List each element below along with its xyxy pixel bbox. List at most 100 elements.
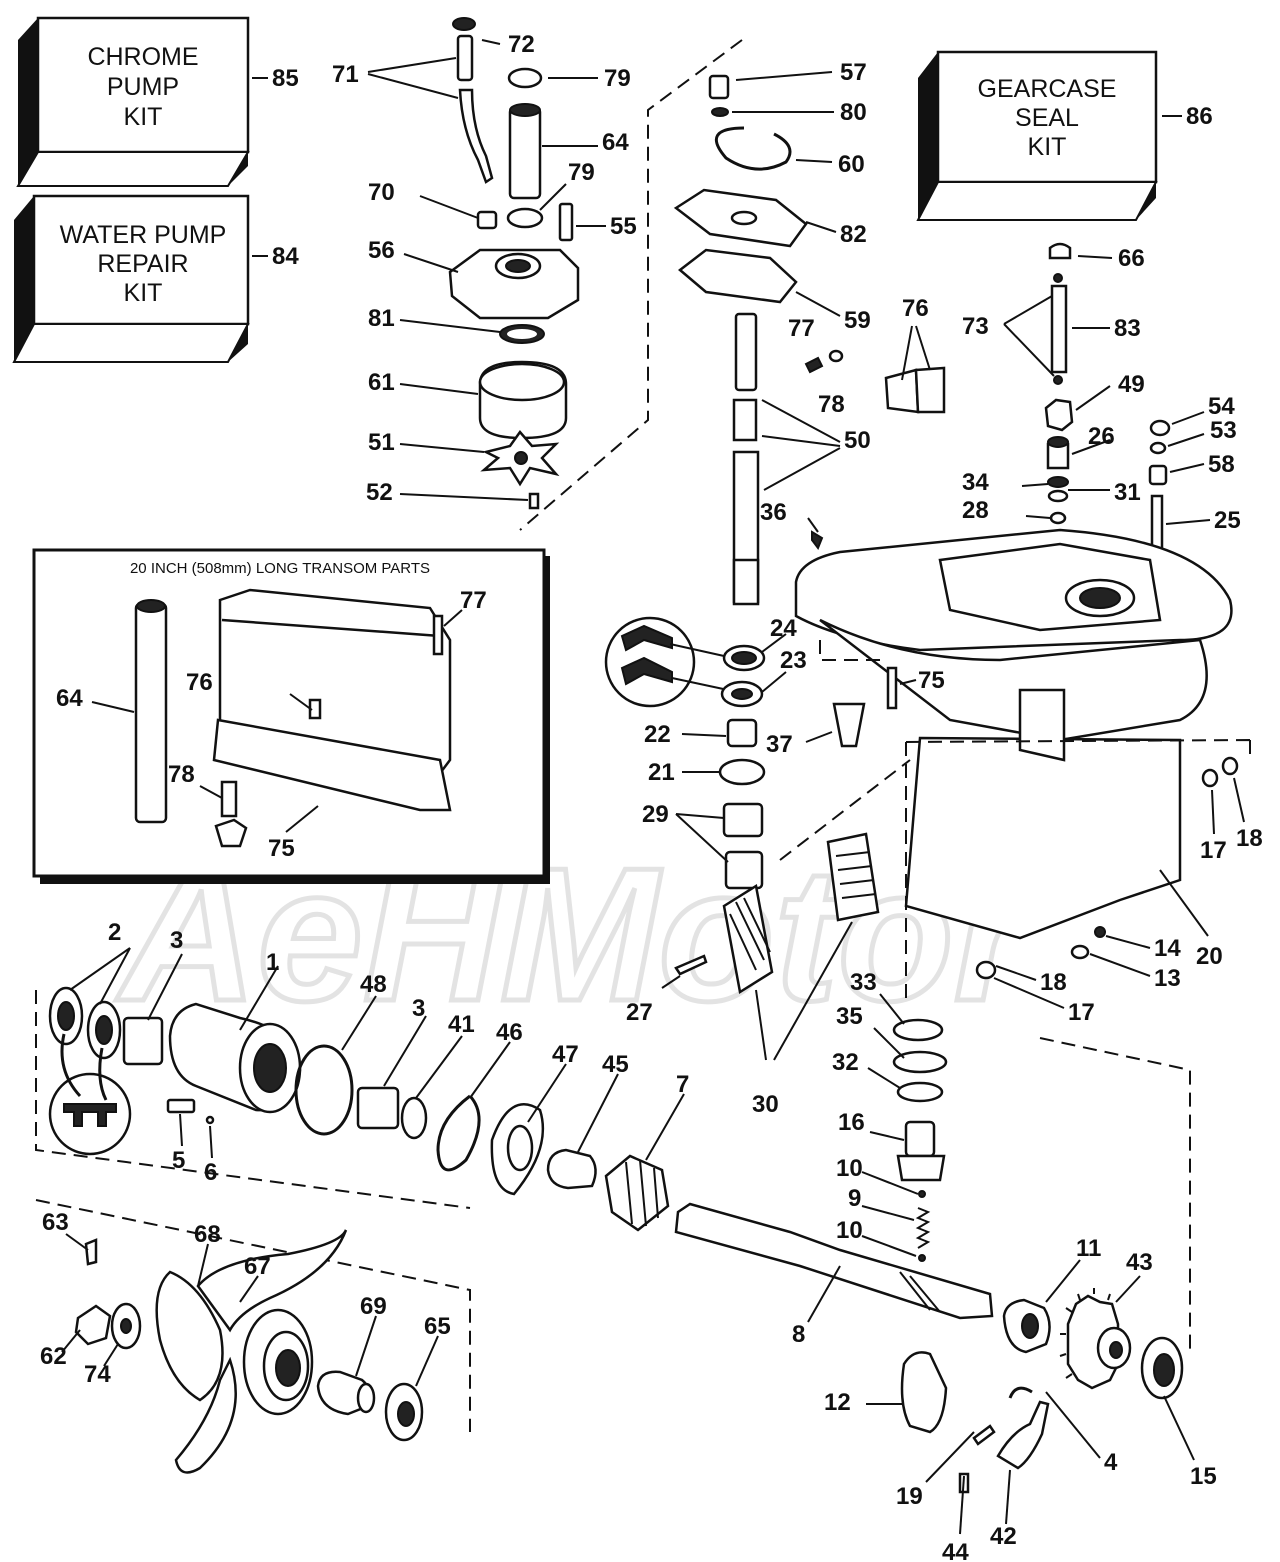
callout-75: 75 [918,667,945,694]
propeller-group [74,1229,424,1474]
callout-1: 1 [266,949,279,976]
callout-27: 27 [626,999,653,1026]
callout-80: 80 [840,99,867,126]
callout-28: 28 [962,497,989,524]
kit-gearcase-line2: SEAL [1015,104,1079,132]
prop-shaft-row [48,986,994,1320]
inset-callout-77: 77 [460,587,487,614]
callout-29: 29 [642,801,669,828]
callout-63: 63 [42,1209,69,1236]
callout-10-top: 10 [836,1155,863,1182]
callout-13: 13 [1154,965,1181,992]
callout-72: 72 [508,31,535,58]
callout-37: 37 [766,731,793,758]
callout-15: 15 [1190,1463,1217,1490]
pump-plate-parts [673,74,946,606]
callout-51: 51 [368,429,395,456]
callout-23: 23 [780,647,807,674]
kit-gearcase-line1: GEARCASE [978,75,1117,103]
callout-41: 41 [448,1011,475,1038]
callout-76: 76 [902,295,929,322]
inset-callout-64: 64 [56,685,83,712]
callout-3-right: 3 [412,995,425,1022]
pinion-stack [892,1018,948,1262]
callout-17-right: 17 [1200,837,1227,864]
inset-long-transom: 20 INCH (508mm) LONG TRANSOM PARTS [32,548,550,884]
callout-48: 48 [360,971,387,998]
callout-11: 11 [1076,1235,1101,1262]
callout-78: 78 [818,391,845,418]
callout-30: 30 [752,1091,779,1118]
callout-34: 34 [962,469,989,496]
callout-42: 42 [990,1523,1017,1550]
callout-36: 36 [760,499,787,526]
callout-56: 56 [368,237,395,264]
callout-14: 14 [1154,935,1181,962]
kit-chrome-line1: CHROME [87,43,198,71]
callout-24: 24 [770,615,797,642]
callout-85: 85 [272,65,299,92]
callout-17-lower: 17 [1068,999,1095,1026]
kit-chrome-line3: KIT [124,103,163,131]
callout-71: 71 [332,61,359,88]
water-pump-parts [448,17,580,510]
callout-33: 33 [850,969,877,996]
callout-57: 57 [840,59,867,86]
callout-74: 74 [84,1361,111,1388]
callout-84: 84 [272,243,299,270]
callout-25: 25 [1214,507,1241,534]
callout-83: 83 [1114,315,1141,342]
kit-water-line1: WATER PUMP [60,221,227,249]
kit-box-chrome-pump: CHROME PUMP KIT [16,16,250,187]
callout-67: 67 [244,1253,271,1280]
kit-box-gearcase-seal: GEARCASE SEAL KIT [916,50,1158,221]
callout-31: 31 [1114,479,1141,506]
callout-69: 69 [360,1293,387,1320]
callout-86: 86 [1186,103,1213,130]
callout-49: 49 [1118,371,1145,398]
callout-9: 9 [848,1185,861,1212]
callout-54: 54 [1208,393,1235,420]
callout-52: 52 [366,479,393,506]
callout-73: 73 [962,313,989,340]
callout-68: 68 [194,1221,221,1248]
callout-62: 62 [40,1343,67,1370]
callout-79-top: 79 [604,65,631,92]
callout-82: 82 [840,221,867,248]
callout-19: 19 [896,1483,923,1510]
callout-10-lower: 10 [836,1217,863,1244]
callout-16: 16 [838,1109,865,1136]
callout-5: 5 [172,1147,185,1174]
kit-box-water-pump: WATER PUMP REPAIR KIT [12,194,250,363]
reverse-gear-parts [900,1288,1184,1494]
callout-59: 59 [844,307,871,334]
callout-26: 26 [1088,423,1115,450]
kit-water-line2: REPAIR [97,250,188,278]
callout-43: 43 [1126,1249,1153,1276]
callout-18-lower: 18 [1040,969,1067,996]
callout-18-right: 18 [1236,825,1263,852]
callout-44: 44 [942,1539,969,1562]
callout-55: 55 [610,213,637,240]
callout-32: 32 [832,1049,859,1076]
inset-title: 20 INCH (508mm) LONG TRANSOM PARTS [130,560,430,577]
callout-8: 8 [792,1321,805,1348]
callout-3-left: 3 [170,927,183,954]
callout-2: 2 [108,919,121,946]
callout-6: 6 [204,1159,217,1186]
callout-35: 35 [836,1003,863,1030]
callout-50: 50 [844,427,871,454]
callout-79-lower: 79 [568,159,595,186]
callout-77: 77 [788,315,815,342]
callout-21: 21 [648,759,675,786]
callout-45: 45 [602,1051,629,1078]
kit-chrome-line2: PUMP [107,73,179,101]
gearcase-housing [794,528,1251,1000]
callout-22: 22 [644,721,671,748]
callout-58: 58 [1208,451,1235,478]
callout-46: 46 [496,1019,523,1046]
callout-53: 53 [1210,417,1237,444]
kit-water-line3: KIT [124,279,163,307]
callout-66: 66 [1118,245,1145,272]
